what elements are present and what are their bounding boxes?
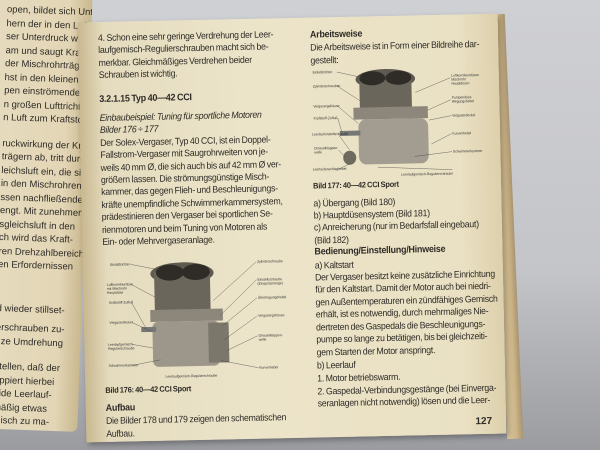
text-block: 4. Schon eine sehr geringe Verdrehung de… (98, 28, 285, 82)
text-line: nze Umdrehung (0, 335, 64, 349)
figure-label: Einlaßtrichter (110, 261, 130, 267)
text-line: seranlagen nicht notwendig) lösen und di… (317, 394, 491, 409)
figure-label: Leerlaufgemisch-Regulierschraube (401, 171, 454, 177)
figure-label: Übertragungshebel (257, 294, 287, 300)
text-block: 1. Motor betriebswarm.2. Gaspedal-Verbin… (317, 369, 496, 410)
figure-label: Luftkorrekturdüse mit Mischrohr Hauptdüs… (106, 281, 133, 295)
figure-label: Leerlaufeinstellschraube (312, 132, 349, 137)
figure-label: Drosselklappen-welle (258, 332, 283, 342)
right-column: Arbeitsweise Die Arbeitsweise ist in For… (310, 26, 498, 410)
text-block: a) Übergang (Bild 180)b) Hauptdüsensyste… (313, 194, 481, 247)
right-page: 4. Schon eine sehr geringe Verdrehung de… (77, 13, 507, 443)
figure-label: Vergaserdeckel (109, 319, 133, 325)
figure-label: Kurvenhebel (259, 364, 279, 370)
figure-label: Vergasergehäuse (313, 104, 340, 109)
figure-label: Leerlaufanschlaghebel (312, 167, 347, 172)
figure-label: Einlaßtrichter (312, 70, 333, 75)
figure-label: Vergasergehäuse (258, 312, 285, 318)
figure-label: Leerlaufgemisch-Regulierschraube (108, 341, 135, 351)
figure-label: Kraftstoff-Zufluß (109, 299, 134, 305)
figure-label: Pumpendüse Wegungshebel (451, 95, 475, 104)
text-block: Die Arbeitsweise ist in Form einer Bildr… (310, 38, 479, 66)
figure-177: Einlaßtrichter Zylinderschrauben Vergase… (311, 63, 483, 180)
carburetor-illustration (130, 261, 259, 368)
text-block: Der Solex-Vergaser, Typ 40 CCI, ist ein … (100, 133, 288, 249)
figure-label: Vergaserdeckel (452, 113, 476, 118)
text-block: Die Bilder 178 und 179 zeigen den schema… (106, 411, 292, 440)
text-block: d wieder stillset- (0, 301, 82, 317)
text-line: misch zu ma- (0, 414, 50, 428)
figure-label: Schwimmerkammer (108, 362, 139, 368)
page-number: 127 (475, 415, 493, 428)
figure-label: Schwimmerkammer (452, 149, 483, 154)
text-line: en Erfordernissen (0, 259, 74, 273)
figure-label: Luftkorrekturdüsen Mischrohr Hauptdüsen (451, 73, 480, 86)
text-line: Ein- oder Mehrvergaseranlage. (102, 233, 215, 248)
figure-label: Einstellschraube (Einspritzmenge) (257, 276, 283, 286)
figure-label: Zylinderschraube (257, 258, 283, 264)
text-line: d wieder stillset- (0, 302, 65, 316)
figure-label: Kurvenhebel (452, 131, 472, 136)
left-column: 4. Schon eine sehr geringe Verdrehung de… (98, 28, 293, 440)
text-block: ruckwirkung der Kraft-trägern ab, tritt … (0, 137, 93, 275)
figure-176: Einlaßtrichter Luftkorrekturdüse mit Mis… (102, 249, 291, 385)
carburetor-illustration (336, 69, 453, 171)
text-block: erschrauben zu-nze Umdrehung (0, 321, 81, 351)
figure-label: Kraftstoff-Zufluß (313, 116, 338, 121)
figure-label: Zylinderschrauben (312, 84, 341, 89)
figure-label: Drosselklappen-welle (314, 146, 339, 155)
text-block: Der Vergaser besitzt keine zusätzliche E… (315, 268, 498, 358)
